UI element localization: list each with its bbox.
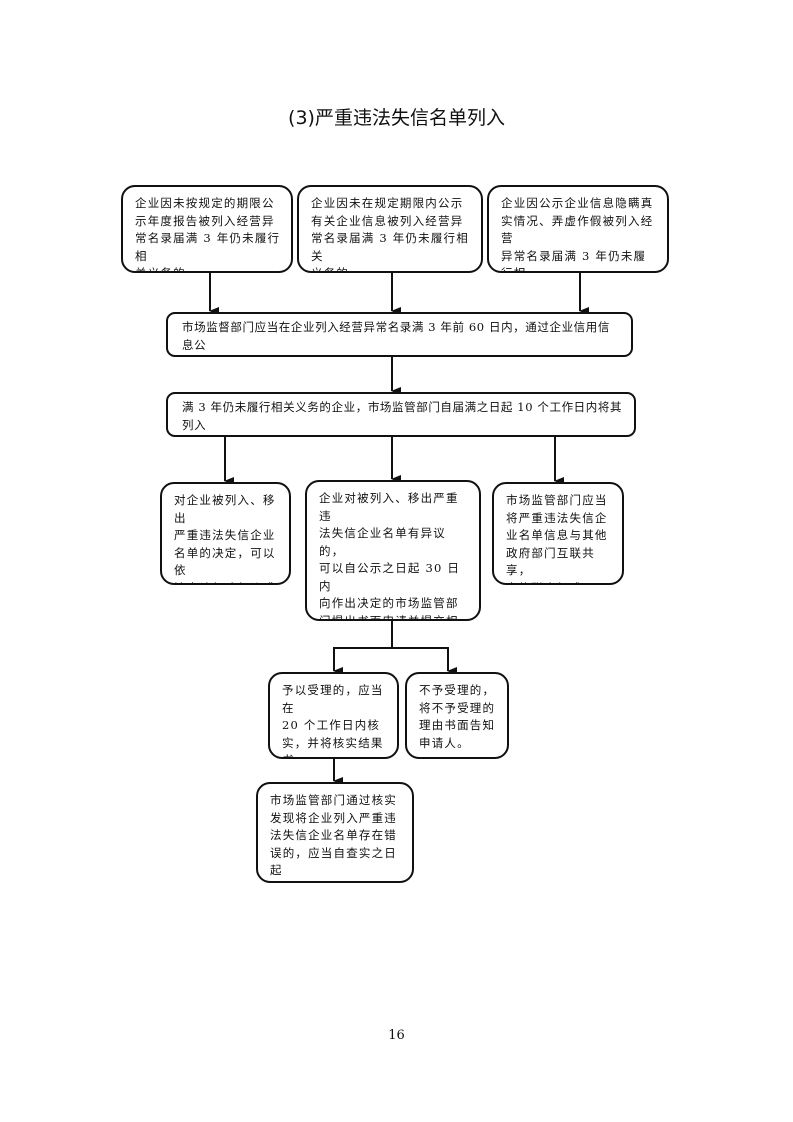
notice-60-days-box: 市场监督部门应当在企业列入经营异常名录满 3 年前 60 日内，通过企业信用信息… — [166, 312, 633, 357]
cause-annual-report-box: 企业因未按规定的期限公 示年度报告被列入经营异 常名录届满 3 年仍未履行相 关… — [121, 185, 293, 273]
correction-box: 市场监管部门通过核实 发现将企业列入严重违 法失信企业名单存在错 误的，应当自查… — [256, 782, 414, 883]
page-title: (3)严重违法失信名单列入 — [288, 107, 505, 129]
branch-line — [333, 647, 449, 671]
cause-info-disclosure-box: 企业因未在规定期限内公示 有关企业信息被列入经营异 常名录届满 3 年仍未履行相… — [297, 185, 483, 273]
page-number: 16 — [388, 1028, 405, 1043]
listing-10-days-box: 满 3 年仍未履行相关义务的企业，市场监管部门自届满之日起 10 个工作日内将其… — [166, 392, 636, 437]
not-accepted-box: 不予受理的， 将不予受理的 理由书面告知 申请人。 — [405, 672, 509, 759]
objection-box: 企业对被列入、移出严重违 法失信企业名单有异议的， 可以自公示之日起 30 日内… — [305, 480, 481, 621]
legal-remedy-box: 对企业被列入、移出 严重违法失信企业 名单的决定，可以依 法申请行政复议或 者提… — [160, 482, 291, 585]
cause-concealment-box: 企业因公示企业信息隐瞒真 实情况、弄虚作假被列入经营 异常名录届满 3 年仍未履… — [487, 185, 669, 273]
joint-punishment-box: 市场监管部门应当 将严重违法失信企 业名单信息与其他 政府部门互联共享， 实施联… — [492, 482, 624, 585]
